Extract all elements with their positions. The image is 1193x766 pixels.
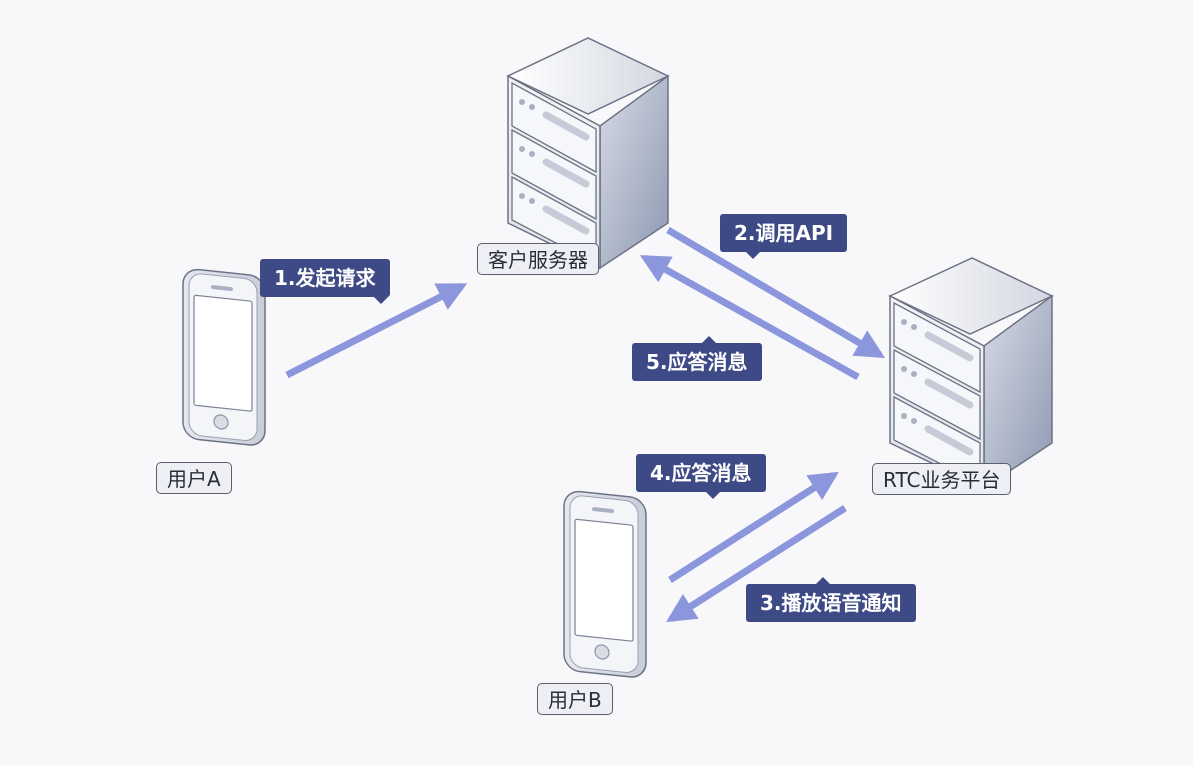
user-b-phone-icon [563, 490, 647, 678]
arrow-3-play-voice [666, 505, 847, 623]
user-a-label: 用户A [156, 462, 232, 494]
step-1-label: 1.发起请求 [260, 259, 390, 304]
user-b-label: 用户B [537, 683, 613, 715]
arrow-1-request [285, 282, 468, 379]
customer-server-icon [506, 37, 670, 270]
step-5-label: 5.应答消息 [632, 336, 762, 381]
arrow-2-call-api [666, 226, 886, 359]
rtc-platform-server-icon [888, 257, 1054, 490]
step-4-label: 4.应答消息 [636, 454, 766, 499]
arrow-4-response [668, 471, 839, 583]
step-3-label: 3.播放语音通知 [746, 577, 916, 622]
user-a-phone-icon [182, 268, 266, 446]
customer-server-label: 客户服务器 [477, 243, 599, 275]
arrow-5-response [639, 254, 860, 381]
step-2-label: 2.调用API [720, 214, 848, 259]
rtc-platform-label: RTC业务平台 [872, 463, 1012, 495]
